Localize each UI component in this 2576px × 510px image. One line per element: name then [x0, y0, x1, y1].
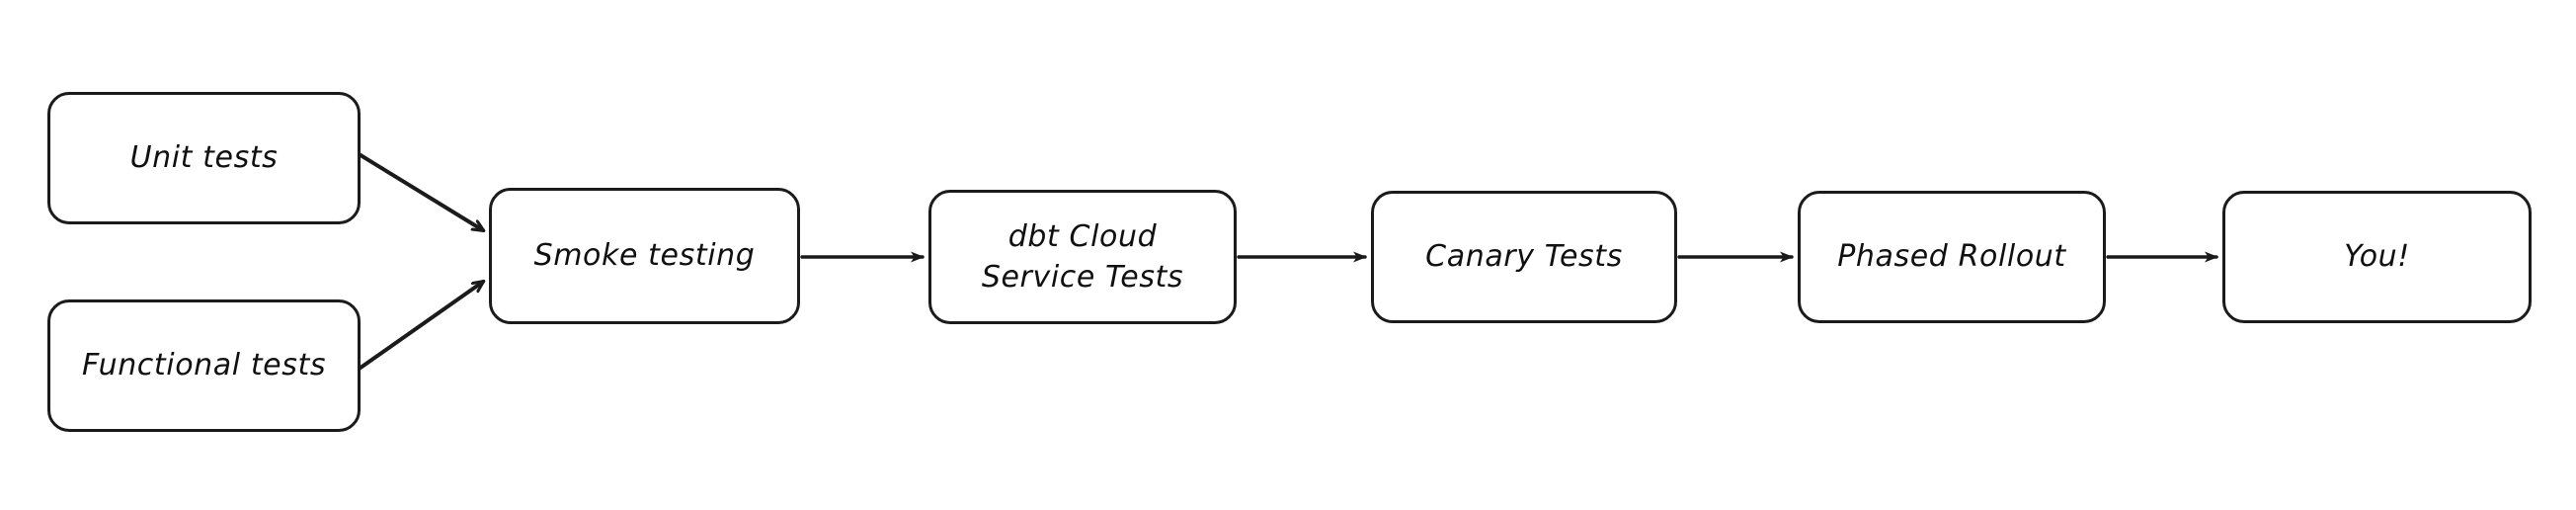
node-unit-tests[interactable]: Unit tests [47, 92, 361, 224]
node-you[interactable]: You! [2222, 191, 2532, 323]
node-smoke-testing[interactable]: Smoke testing [489, 188, 800, 324]
node-functional-tests-label: Functional tests [81, 348, 327, 383]
node-dbt-cloud-service-tests[interactable]: dbt Cloud Service Tests [928, 190, 1237, 324]
edge-functional-to-smoke [359, 282, 483, 370]
node-phased-rollout[interactable]: Phased Rollout [1798, 191, 2106, 323]
edge-unit-to-smoke [359, 153, 483, 230]
node-phased-rollout-label: Phased Rollout [1837, 239, 2066, 275]
node-you-label: You! [2344, 239, 2410, 275]
node-dbt-cloud-service-tests-label: dbt Cloud Service Tests [981, 218, 1184, 295]
node-smoke-testing-label: Smoke testing [533, 238, 756, 274]
node-functional-tests[interactable]: Functional tests [47, 299, 361, 432]
node-unit-tests-label: Unit tests [129, 140, 279, 176]
node-canary-tests-label: Canary Tests [1425, 239, 1623, 275]
node-canary-tests[interactable]: Canary Tests [1371, 191, 1677, 323]
